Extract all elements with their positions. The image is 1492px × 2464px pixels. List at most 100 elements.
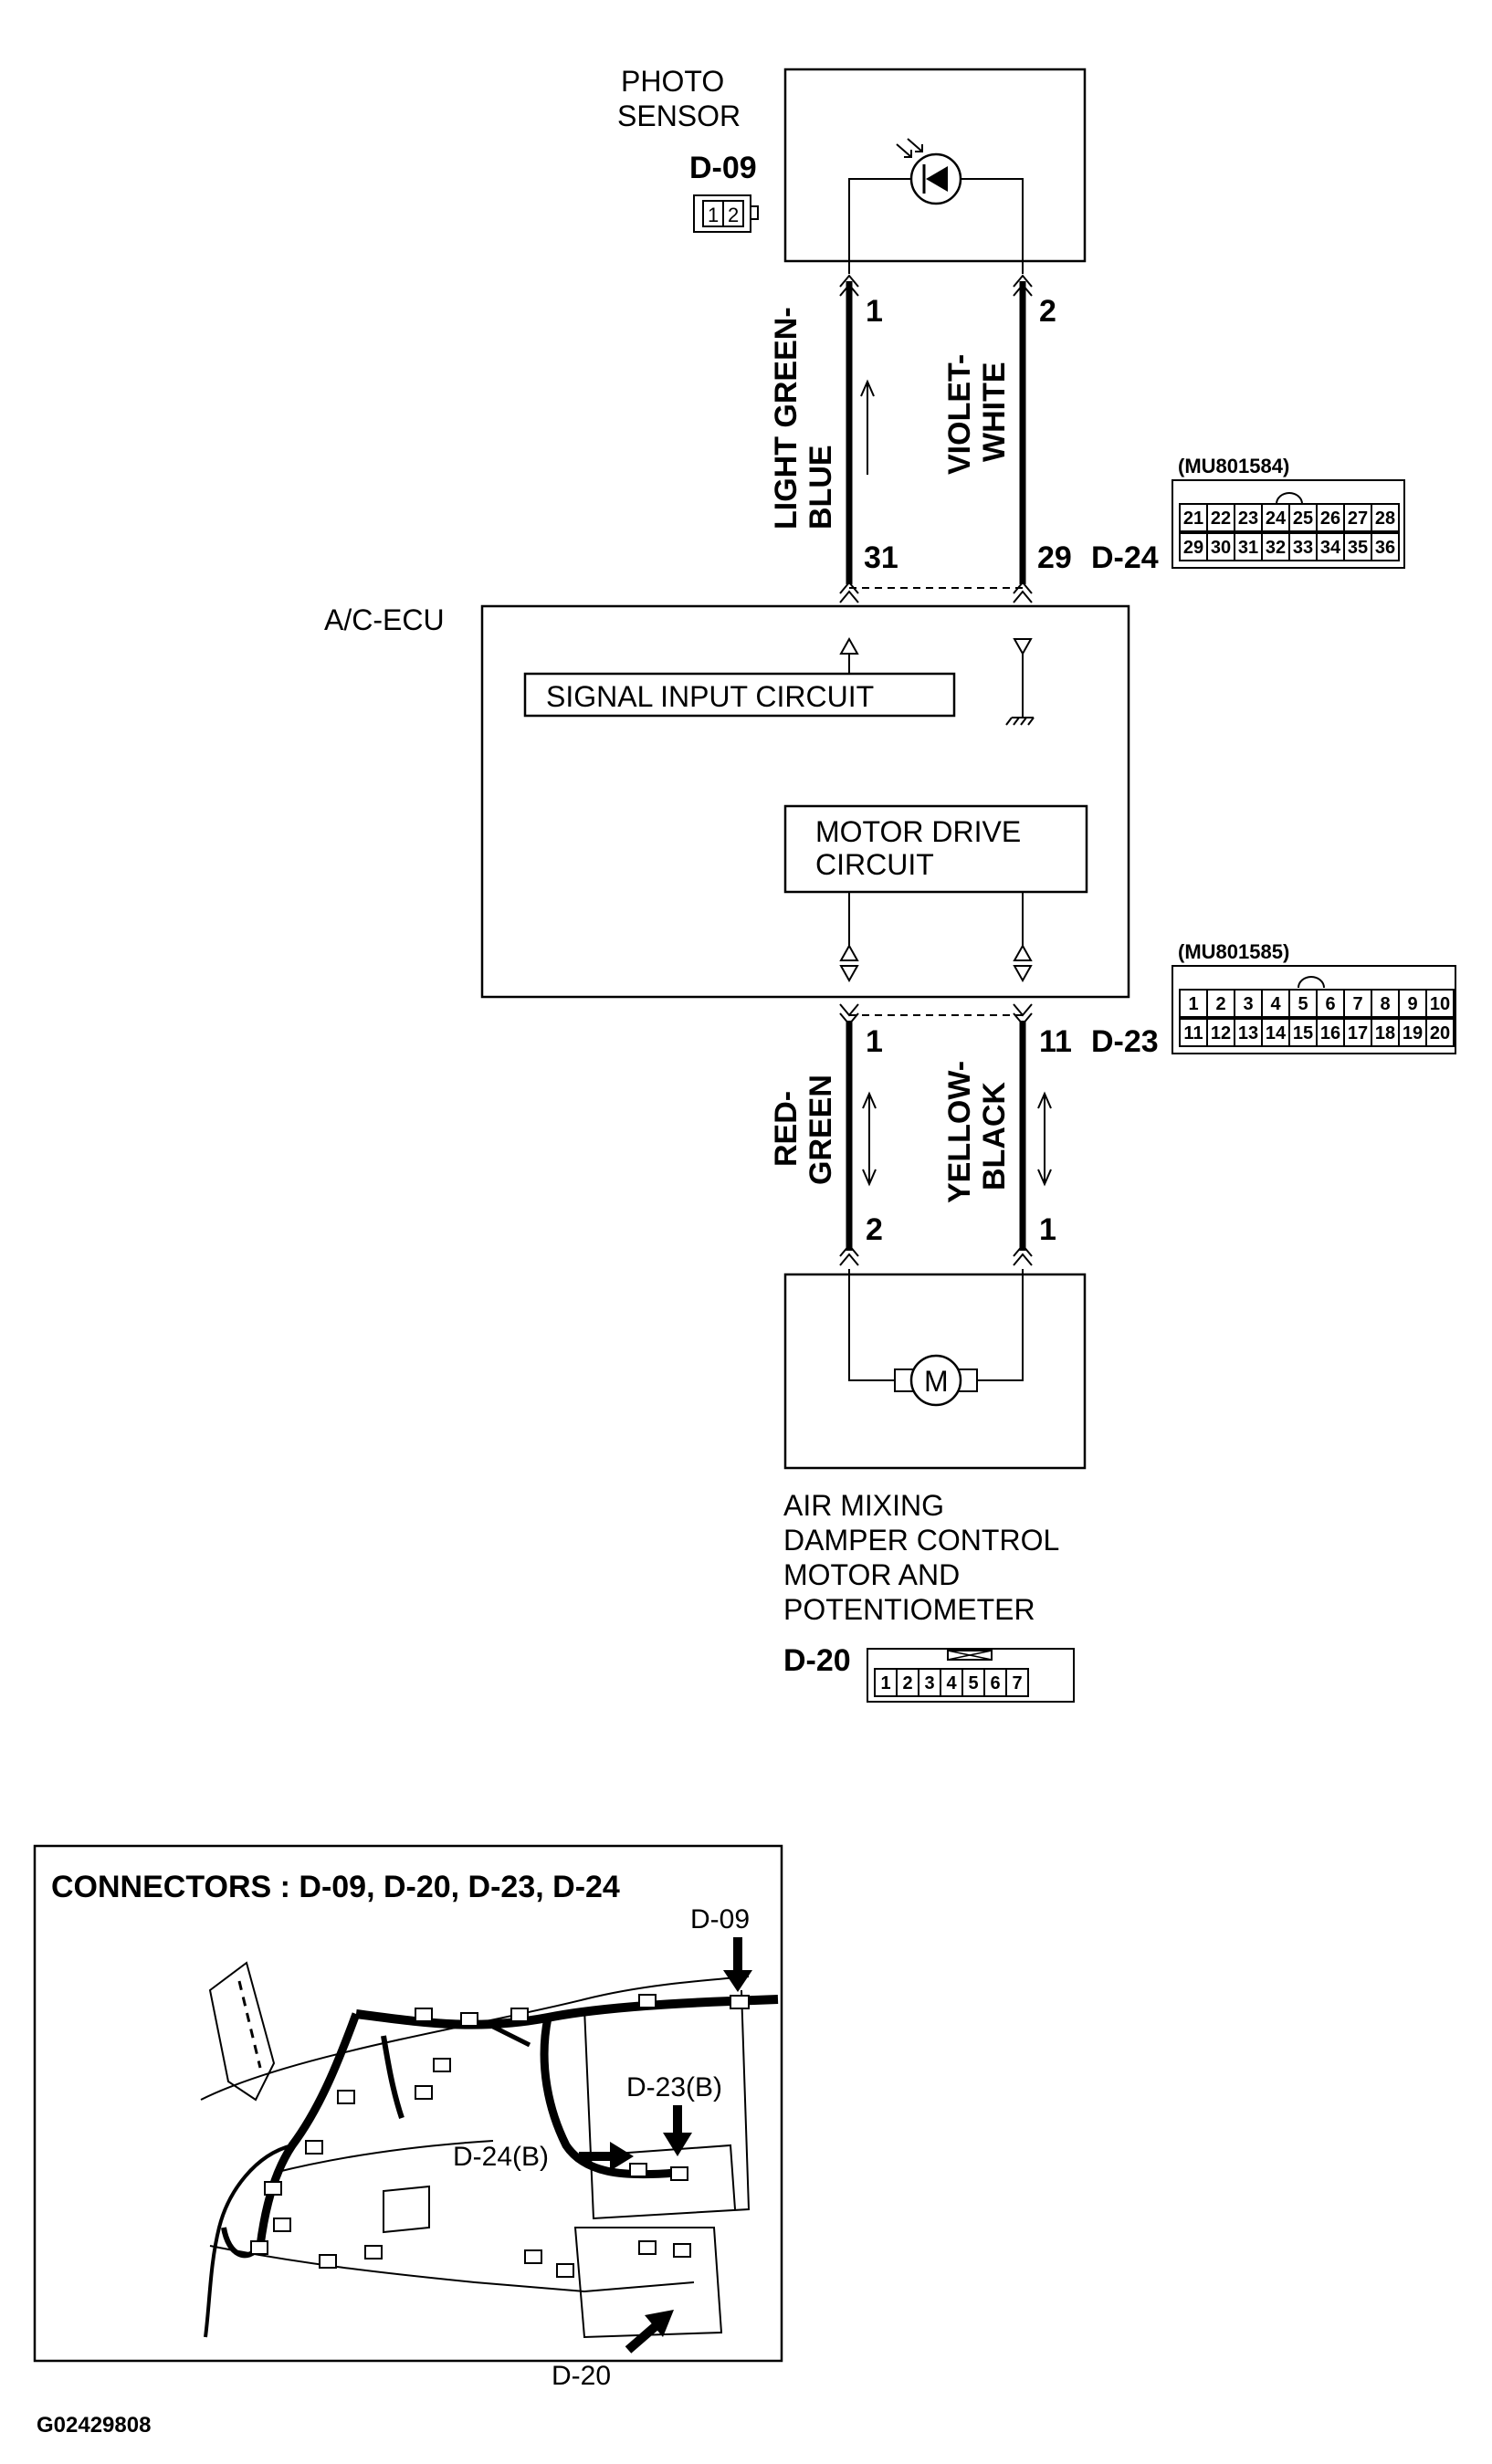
motor-pin-2: 2	[866, 1212, 883, 1247]
d23-pin-15: 15	[1293, 1023, 1313, 1043]
d23-cell-13	[1234, 1018, 1263, 1047]
callout-arrow-d09	[723, 1937, 752, 1992]
motor-drive-circuit-box	[783, 804, 1088, 894]
wire-yellow-black	[1013, 1003, 1033, 1266]
photo-sensor-pin-1: 1	[866, 294, 883, 329]
ecu-name: A/C-ECU	[324, 603, 445, 636]
d09-pin-2: 2	[728, 204, 739, 226]
d23-cell-3	[1234, 989, 1263, 1018]
d23-pin-14: 14	[1266, 1023, 1287, 1043]
callout-arrow-d20	[625, 2310, 674, 2354]
wire-color-blue: BLUE	[804, 445, 838, 529]
d23-connector-id: D-23	[1091, 1024, 1159, 1059]
wire-color-red: RED-	[769, 1091, 804, 1167]
ecu-pin-29: 29	[1037, 540, 1072, 575]
d23-pin-18: 18	[1375, 1023, 1395, 1043]
ecu-pin-31: 31	[864, 540, 898, 575]
d20-pin-5: 5	[968, 1673, 978, 1693]
motor-name-line3: MOTOR AND	[783, 1558, 960, 1591]
d23-pin-8: 8	[1380, 994, 1390, 1014]
d24-pin-36: 36	[1375, 538, 1395, 558]
d23-cell-1	[1179, 989, 1208, 1018]
d23-pin-16: 16	[1320, 1023, 1340, 1043]
photo-sensor-name-line1: PHOTO	[621, 65, 724, 98]
d24-cell-27	[1343, 503, 1372, 532]
signal-direction-arrow-up	[860, 379, 875, 475]
d23-pin-19: 19	[1403, 1023, 1423, 1043]
d24-cell-21	[1179, 503, 1208, 532]
d20-pin-4: 4	[946, 1673, 957, 1693]
d23-cell-20	[1425, 1018, 1455, 1047]
callout-label-d09: D-09	[690, 1904, 750, 1935]
motor-drive-label-line1: MOTOR DRIVE	[815, 815, 1021, 848]
d24-cell-28	[1371, 503, 1400, 532]
wire-color-white: WHITE	[977, 362, 1012, 462]
photo-sensor-box	[783, 68, 1087, 263]
photo-sensor-connector-id: D-09	[689, 151, 757, 185]
d24-cell-33	[1288, 532, 1318, 561]
callout-label-d23: D-23(B)	[626, 2072, 722, 2102]
dashboard-harness-illustration	[200, 1961, 779, 2339]
motor-name-line2: DAMPER CONTROL	[783, 1524, 1059, 1557]
d20-pin-1: 1	[880, 1673, 890, 1693]
d24-connector-face	[1172, 479, 1405, 569]
d24-pin-34: 34	[1320, 538, 1341, 558]
d23-pin-20: 20	[1430, 1023, 1450, 1043]
d24-cell-36	[1371, 532, 1400, 561]
d20-pin-2: 2	[902, 1673, 912, 1693]
d20-cell-1	[874, 1668, 898, 1697]
motor-name-line1: AIR MIXING	[783, 1489, 944, 1522]
d20-pin-7: 7	[1012, 1673, 1022, 1693]
motor-name-line4: POTENTIOMETER	[783, 1593, 1035, 1626]
d24-pin-27: 27	[1348, 509, 1368, 529]
d09-connector-icon: 1 2	[693, 194, 759, 233]
d23-pin-9: 9	[1407, 994, 1417, 1014]
callout-arrow-d23	[663, 2105, 692, 2156]
d20-connector-id: D-20	[783, 1643, 851, 1678]
wire-color-light-green: LIGHT GREEN-	[769, 307, 804, 529]
locator-title: CONNECTORS : D-09, D-20, D-23, D-24	[51, 1870, 620, 1904]
d23-pin-7: 7	[1352, 994, 1362, 1014]
ecu-pin-11: 11	[1039, 1024, 1072, 1059]
connector-locator-panel	[33, 1844, 783, 2363]
d23-connector-face	[1172, 965, 1456, 1054]
ecu-pin-1: 1	[866, 1024, 883, 1059]
d20-pin-3: 3	[924, 1673, 934, 1693]
d24-cell-23	[1234, 503, 1263, 532]
bidirectional-arrow-right	[1037, 1091, 1052, 1187]
signal-input-circuit-label: SIGNAL INPUT CIRCUIT	[546, 680, 874, 713]
d24-pin-35: 35	[1348, 538, 1368, 558]
d23-cell-10	[1425, 989, 1455, 1018]
photodiode-icon	[896, 138, 962, 205]
signal-input-circuit-box	[523, 672, 956, 718]
motor-drive-label-line2: CIRCUIT	[815, 848, 934, 881]
d24-pin-21: 21	[1183, 509, 1203, 529]
d23-pin-13: 13	[1238, 1023, 1258, 1043]
d24-pin-33: 33	[1293, 538, 1313, 558]
motor-drive-terminal-left	[839, 892, 859, 983]
d24-pin-30: 30	[1211, 538, 1231, 558]
d24-cell-26	[1316, 503, 1345, 532]
signal-input-terminal	[839, 636, 859, 674]
d24-part-number: (MU801584)	[1178, 455, 1289, 477]
d09-pin-1: 1	[708, 204, 719, 226]
d24-cell-31	[1234, 532, 1263, 561]
d23-pin-2: 2	[1215, 994, 1225, 1014]
d24-pin-25: 25	[1293, 509, 1313, 529]
d24-pin-26: 26	[1320, 509, 1340, 529]
d20-cell-4	[940, 1668, 963, 1697]
motor-symbol: M	[924, 1365, 949, 1398]
callout-label-d24: D-24(B)	[453, 2142, 549, 2172]
d24-cell-24	[1261, 503, 1290, 532]
d23-pin-1: 1	[1188, 994, 1198, 1014]
d23-pin-5: 5	[1298, 994, 1308, 1014]
d23-pin-17: 17	[1348, 1023, 1368, 1043]
d23-pin-4: 4	[1270, 994, 1281, 1014]
d24-pin-24: 24	[1266, 509, 1287, 529]
d23-cell-2	[1206, 989, 1235, 1018]
d20-cell-3	[918, 1668, 941, 1697]
wire-red-green	[839, 1003, 859, 1266]
d23-cell-8	[1371, 989, 1400, 1018]
